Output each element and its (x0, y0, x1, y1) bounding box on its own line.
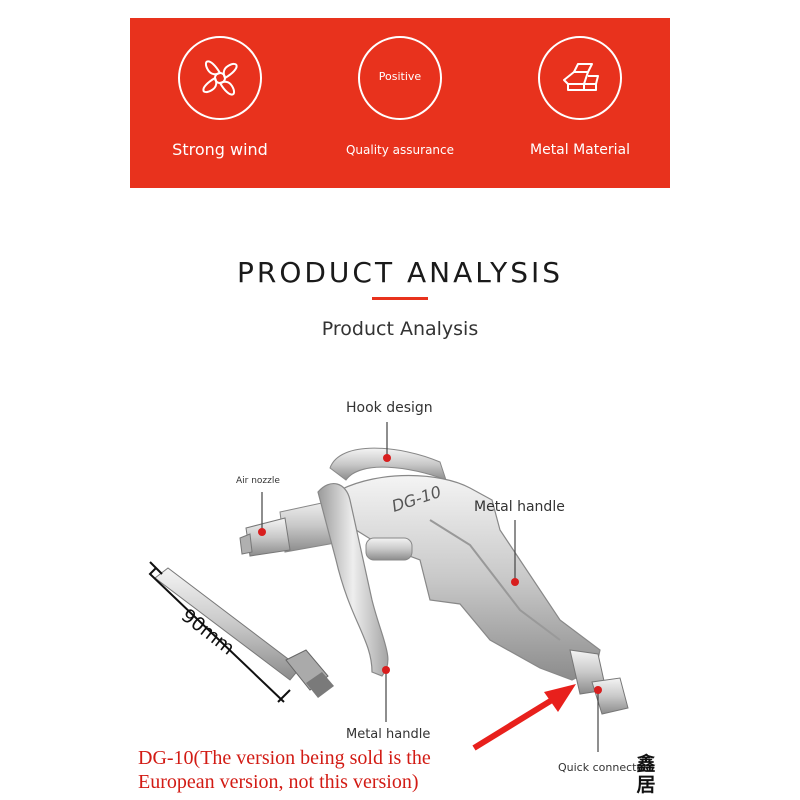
arrow-icon (472, 684, 576, 751)
feature-strong-wind: Strong wind (130, 18, 310, 188)
section-title: PRODUCT ANALYSIS (236, 256, 564, 289)
extension-tube (154, 567, 334, 698)
dimension-line (148, 561, 291, 703)
feature-quality-assurance: Positive Quality assurance (310, 18, 490, 188)
callout-lines (261, 422, 599, 752)
version-note: DG-10(The version being sold is the Euro… (138, 746, 431, 794)
feature-label: Quality assurance (345, 143, 455, 157)
version-note-line: DG-10(The version being sold is the (138, 747, 431, 769)
feature-metal-material: Metal Material (490, 18, 670, 188)
gun-body (239, 447, 629, 715)
brand-watermark: 鑫居 (636, 753, 656, 796)
callout-metal-handle-top: Metal handle (474, 499, 565, 515)
metal-bars-icon (538, 36, 622, 120)
callout-metal-handle-bottom: Metal handle (346, 727, 431, 742)
version-note-line: European version, not this version) (138, 771, 419, 793)
callout-markers (258, 454, 602, 694)
callout-quick-connector: Quick connector (558, 761, 648, 774)
callout-hook-design: Hook design (346, 400, 433, 416)
feature-banner: Strong wind Positive Quality assurance M… (130, 18, 670, 188)
title-underline (372, 297, 428, 300)
feature-label: Metal Material (530, 142, 630, 158)
badge-icon: Positive (358, 36, 442, 120)
section-subtitle: Product Analysis (321, 318, 479, 340)
callout-air-nozzle: Air nozzle (236, 476, 280, 486)
feature-label: Strong wind (172, 140, 268, 159)
badge-text: Positive (378, 70, 422, 83)
fan-icon (178, 36, 262, 120)
